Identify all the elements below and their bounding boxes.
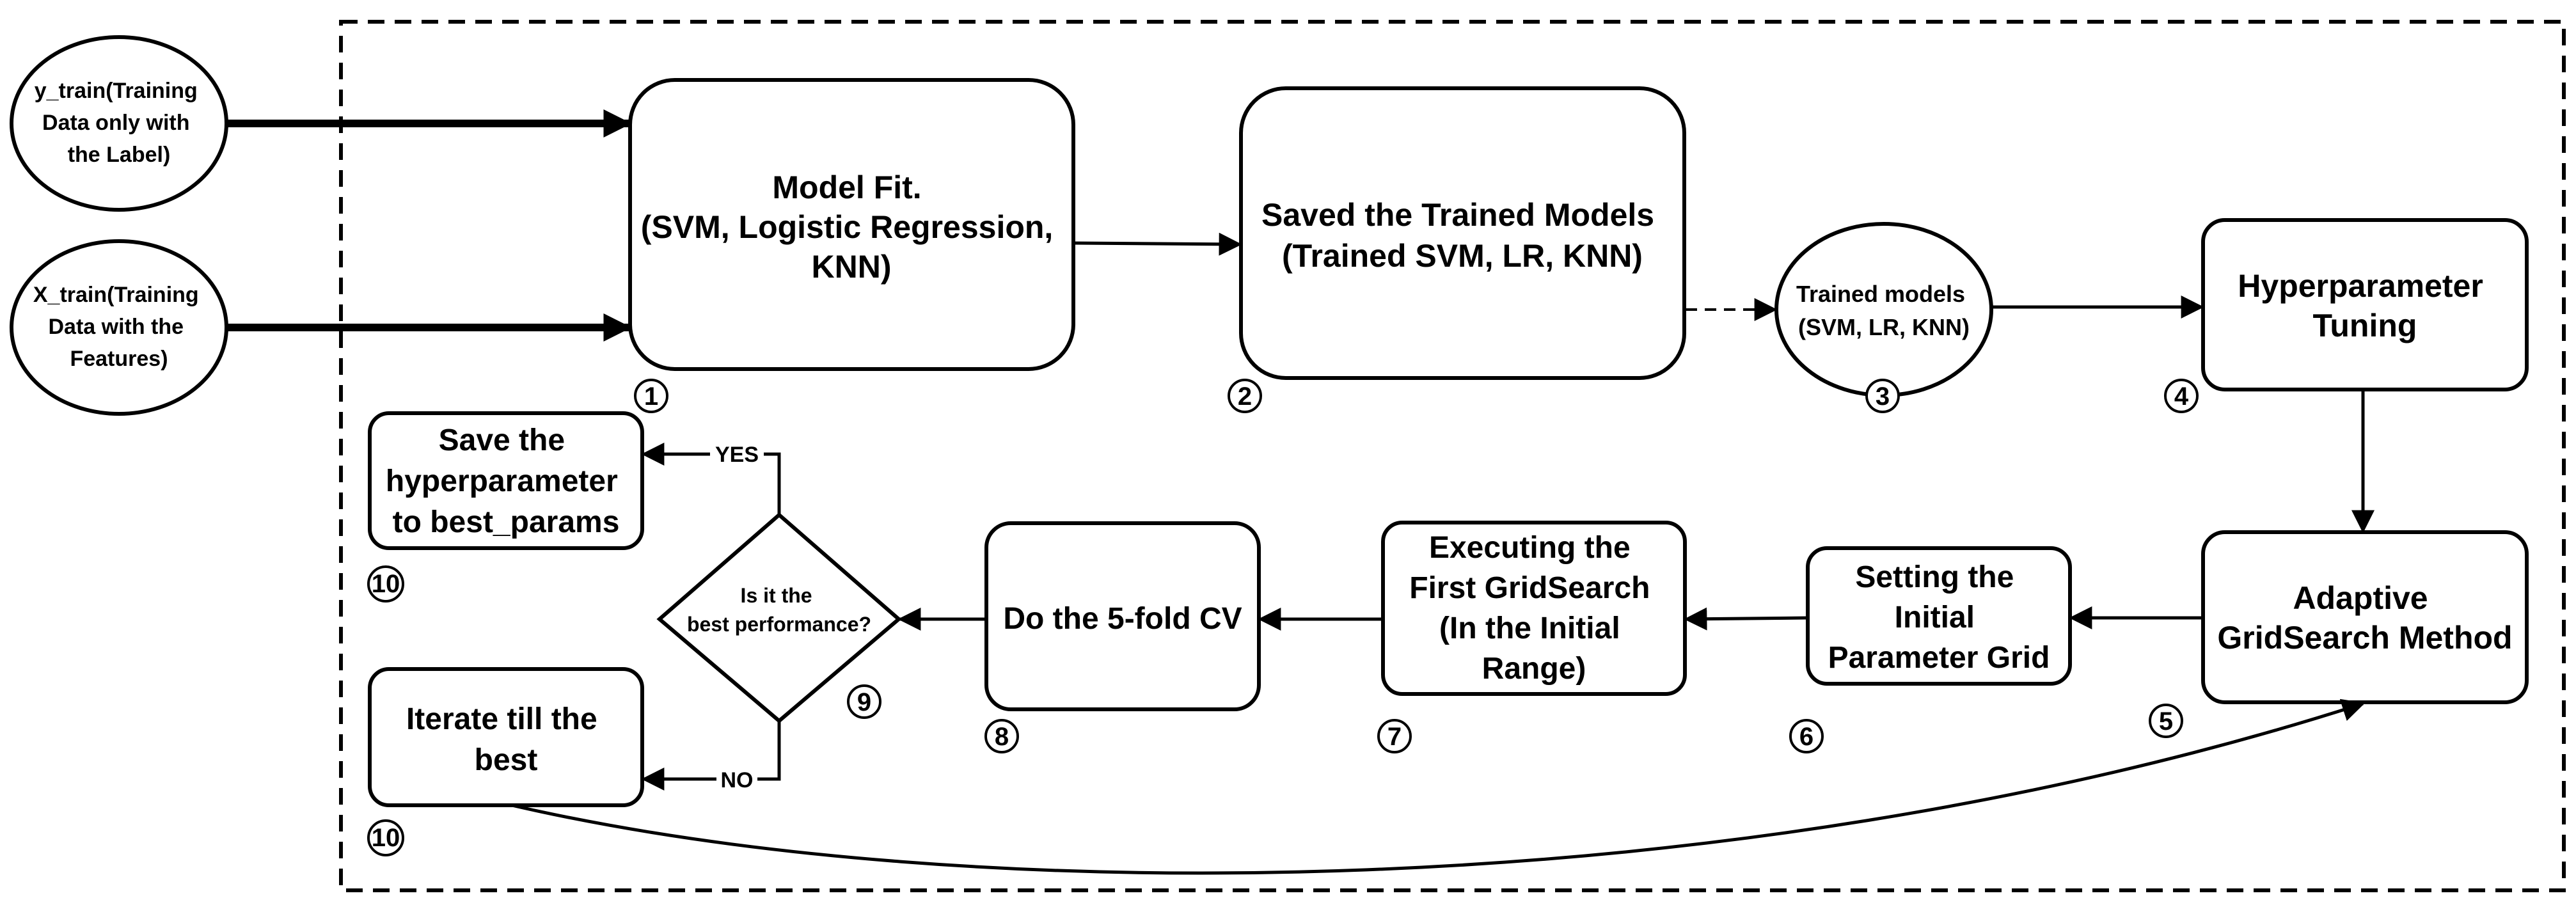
pipeline-frame xyxy=(339,20,2566,892)
step-8-marker: 8 xyxy=(984,719,1019,753)
step-4-marker: 4 xyxy=(2164,379,2199,413)
trained-models-node: Trained models (SVM, LR, KNN) xyxy=(1774,222,1993,397)
edge-iterate-loop-to-adaptive xyxy=(511,698,2366,875)
step-1-marker: 1 xyxy=(634,379,668,413)
edge-decision-no xyxy=(641,721,781,791)
initial-grid-node: Setting the Initial Parameter Grid xyxy=(1806,546,2072,686)
svg-text:1: 1 xyxy=(644,382,658,411)
svg-text:2: 2 xyxy=(1238,382,1252,411)
five-fold-cv-node: Do the 5-fold CV xyxy=(984,521,1261,711)
step-10-save-marker: 10 xyxy=(367,565,404,603)
save-params-node: Save the hyperparameter to best_params xyxy=(368,411,644,550)
y-train-input: y_train(Training Data only with the Labe… xyxy=(10,35,228,212)
svg-text:Do the 5-fold CV: Do the 5-fold CV xyxy=(1003,602,1242,636)
svg-text:10: 10 xyxy=(372,824,400,852)
edge-decision-yes xyxy=(641,443,781,515)
first-gridsearch-node: Executing the First GridSearch (In the I… xyxy=(1381,521,1687,696)
svg-text:Iterate till the best: Iterate till the best xyxy=(406,702,606,777)
no-label-bg xyxy=(716,765,757,793)
step-10-iterate-marker: 10 xyxy=(367,819,404,856)
svg-text:Adaptive GridSearch Meth: Adaptive GridSearch Method xyxy=(2217,580,2512,656)
hyperparameter-tuning-node: Hyperparameter Tuning xyxy=(2201,218,2529,391)
saved-models-node: Saved the Trained Models (Trained SVM, L… xyxy=(1239,86,1686,380)
step-9-marker: 9 xyxy=(847,684,881,719)
step-5-marker: 5 xyxy=(2149,704,2183,738)
svg-text:5: 5 xyxy=(2159,707,2173,736)
step-7-marker: 7 xyxy=(1377,719,1412,753)
model-fit-node: Model Fit. (SVM, Logistic Regression, KN… xyxy=(628,78,1075,371)
svg-text:Hyperparameter Tuning: Hyperparameter Tuning xyxy=(2238,268,2492,343)
svg-text:7: 7 xyxy=(1387,723,1402,751)
yes-label: YES xyxy=(715,443,759,467)
step-3-marker: 3 xyxy=(1865,379,1900,413)
svg-text:Is it the best performan: Is it the best performance? xyxy=(687,584,871,636)
svg-text:4: 4 xyxy=(2174,382,2189,411)
svg-text:10: 10 xyxy=(372,570,400,598)
svg-text:8: 8 xyxy=(995,723,1009,751)
svg-text:Setting the Initial: Setting the Initial Parameter Grid xyxy=(1828,560,2050,675)
svg-text:9: 9 xyxy=(857,688,871,716)
svg-text:y_train(Training Data on: y_train(Training Data only with the Labe… xyxy=(35,79,204,167)
edge-initial-grid-to-first-gridsearch xyxy=(1684,607,1808,631)
svg-text:6: 6 xyxy=(1799,723,1813,751)
edge-model-fit-to-saved xyxy=(1073,232,1242,256)
iterate-node: Iterate till the best xyxy=(368,667,644,807)
svg-text:3: 3 xyxy=(1876,382,1890,411)
step-6-marker: 6 xyxy=(1789,719,1824,753)
svg-text:Model Fit. (SVM, Logisti: Model Fit. (SVM, Logistic Regression, KN… xyxy=(641,169,1062,285)
no-label: NO xyxy=(721,768,754,792)
svg-text:Save the hyperparameter: Save the hyperparameter to best_params xyxy=(386,423,626,539)
yes-label-bg xyxy=(710,439,764,468)
svg-text:Saved the Trained Models: Saved the Trained Models (Trained SVM, L… xyxy=(1261,197,1663,274)
svg-text:Trained models (SVM, LR,: Trained models (SVM, LR, KNN) xyxy=(1796,281,1972,340)
adaptive-gridsearch-node: Adaptive GridSearch Method xyxy=(2201,530,2529,704)
svg-text:Executing the First Grid: Executing the First GridSearch (In the I… xyxy=(1409,531,1658,686)
svg-text:X_train(Training Data wi: X_train(Training Data with the Features) xyxy=(33,283,205,371)
x-train-input: X_train(Training Data with the Features) xyxy=(10,239,228,416)
step-2-marker: 2 xyxy=(1228,379,1262,413)
